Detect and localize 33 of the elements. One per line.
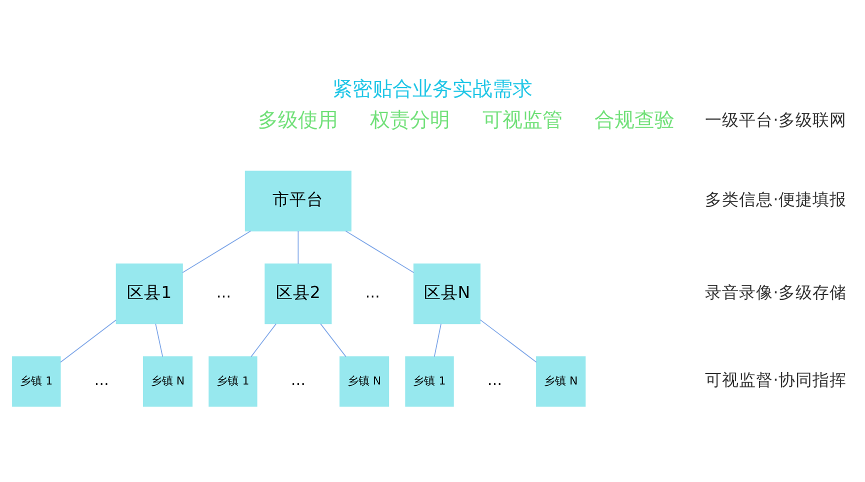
node-box: 区县1 [116,264,183,324]
label: 录音录像·多级存储 [705,282,846,302]
connector [298,230,299,264]
label: 权责分明 [370,108,450,132]
node-box: 乡镇 1 [12,356,61,407]
connector [250,323,277,358]
node-box: 乡镇 1 [405,356,454,407]
label: … [290,372,306,390]
node-box: 乡镇 1 [208,356,258,407]
node-box: 区县2 [264,264,332,324]
label: 可视监督·协同指挥 [705,370,846,390]
label: … [94,372,109,390]
connector [434,323,442,358]
connector [480,319,537,363]
connector [320,323,346,358]
label: … [365,284,380,302]
node-box: 市平台 [244,170,352,232]
node-box: 乡镇 N [536,356,586,407]
connector [60,320,117,363]
node-box: 乡镇 N [340,356,390,407]
connector [155,323,164,358]
diagram-title: 紧密贴合业务实战需求 [332,76,532,101]
label: 多类信息·便捷填报 [705,190,846,210]
connector [345,230,414,274]
label: … [216,284,232,302]
node-box: 乡镇 N [142,356,193,407]
label: 一级平台·多级联网 [705,110,846,130]
node-box: 区县N [413,264,480,324]
label: 可视监管 [482,108,562,132]
connector [182,230,252,274]
label: … [487,372,502,390]
label: 多级使用 [258,108,338,132]
label: 合规查验 [594,108,674,132]
